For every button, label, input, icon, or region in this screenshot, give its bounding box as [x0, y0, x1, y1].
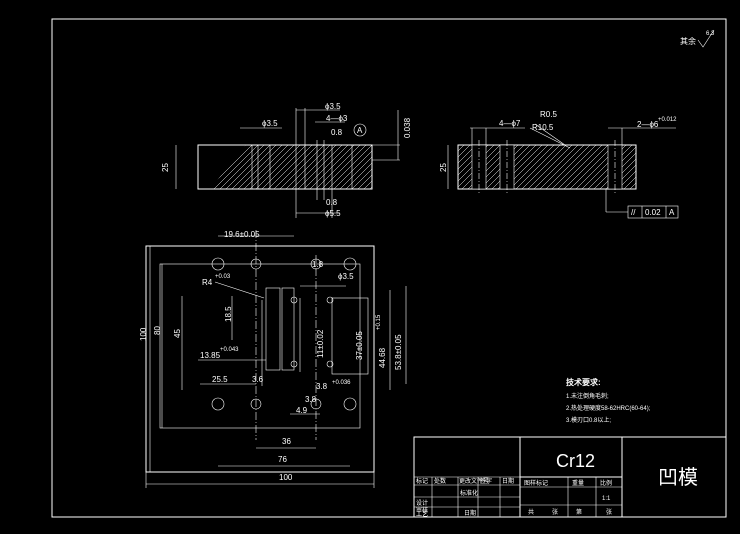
front-hatching [210, 145, 372, 189]
plan-outline [145, 245, 375, 473]
front-dim-phi55: ϕ5.5 [325, 209, 341, 218]
plan-dim-1385: 13.85 [200, 351, 221, 360]
feature-control-frame [627, 205, 679, 219]
plan-dim-4468: 44.68 [378, 347, 387, 368]
tech-title: 技术要求: [566, 377, 601, 387]
tb-header-sign: 签字 [480, 477, 492, 485]
tb-cell-weight: 重量 [572, 479, 584, 487]
side-dim-25: 25 [439, 163, 448, 172]
plan-cavity [265, 287, 281, 371]
plan-dim-R4-tol: +0.03 [215, 274, 231, 280]
tb-cell-marking: 图样标记 [524, 479, 548, 487]
front-dim-25: 25 [161, 163, 170, 172]
datum-A-circle [353, 123, 367, 137]
plan-dim-36: 36 [282, 437, 291, 446]
tb-header-mark: 标记 [416, 477, 428, 485]
tech-requirements: 技术要求: 1.未注倒角毛刺; 2.热处理硬度58-62HRC(60-64); … [566, 377, 651, 424]
side-view: 25 4—ϕ7 R0.5 R10.5 2—ϕ6 +0.012 // 0.02 A [439, 110, 679, 219]
side-dim-2-phi6: 2—ϕ6 [637, 120, 659, 129]
tb-cell-scale: 比例 [600, 479, 612, 487]
side-dim-R105: R10.5 [532, 123, 554, 132]
plan-dim-45: 45 [173, 329, 182, 338]
plan-dim-R4: R4 [202, 278, 213, 287]
plan-dim-4468-tol: +0.15 [376, 314, 382, 330]
plan-dim-76: 76 [278, 455, 287, 464]
plan-dim-100-v: 100 [139, 327, 148, 341]
material-text: Cr12 [556, 451, 595, 471]
roughness-symbol: 其余 6.3 [680, 29, 715, 48]
tb-cell-std: 标准化 [460, 489, 478, 497]
front-dim-08-bot: 0.8 [326, 198, 338, 207]
tb-cell-sheet1: 张 [552, 508, 558, 516]
plan-holes [211, 257, 357, 411]
roughness-value: 6.3 [706, 31, 715, 37]
tb-cell-no: 第 [576, 508, 582, 516]
side-dim-4-phi7: 4—ϕ7 [499, 119, 521, 128]
plan-dim-49: 4.9 [296, 406, 308, 415]
plan-dim-18: 1.8 [312, 260, 324, 269]
plan-dim-80: 80 [153, 326, 162, 335]
side-hatching [458, 145, 636, 189]
front-dim-4-phi3: 4—ϕ3 [326, 114, 348, 123]
fcf-value: 0.02 [645, 208, 661, 217]
plan-view: 19.6±0.05 R4 +0.03 1.8 ϕ3.5 18.5 45 80 1… [139, 230, 407, 488]
front-dim-08-top: 0.8 [331, 128, 343, 137]
scale-text: 1:1 [602, 496, 611, 502]
plan-dim-538: 53.8±0.05 [394, 334, 403, 370]
plan-dim-38b: 3.8 [305, 395, 317, 404]
plan-dim-1385-tol: +0.043 [220, 347, 239, 353]
tb-header-count: 处数 [434, 477, 446, 485]
front-dim-phi35-top: ϕ3.5 [325, 102, 341, 111]
plan-dim-11: 11±0.02 [316, 329, 325, 358]
side-outline [457, 144, 637, 190]
roughness-check-icon [697, 29, 715, 48]
front-dim-phi35-left: ϕ3.5 [262, 119, 278, 128]
plan-dim-100-h: 100 [279, 473, 293, 482]
tb-cell-date: 日期 [464, 509, 476, 517]
drawing-border [51, 18, 727, 518]
side-dim-R05: R0.5 [540, 110, 557, 119]
plan-dim-36-small: 3.6 [252, 375, 264, 384]
roughness-text: 其余 [680, 36, 696, 46]
plan-dim-38-tol: +0.036 [332, 380, 351, 386]
plan-dim-37: 37±0.05 [355, 331, 364, 360]
plan-dim-255: 25.5 [212, 375, 228, 384]
tb-cell-process: 工艺 [416, 510, 428, 518]
title-block: Cr12 凹模 1:1 标记 处数 更改文件号 签字 日期 设计 标准化 图样标… [413, 436, 727, 518]
tech-line-3: 3.模刃口0.8以上; [566, 416, 611, 424]
tb-cell-sheet2: 张 [606, 508, 612, 516]
tb-cell-total: 共 [528, 508, 534, 516]
front-outline [197, 144, 373, 190]
plan-dim-185: 18.5 [224, 306, 233, 322]
tb-header-doc: 更改文件号 [459, 477, 489, 485]
part-name-text: 凹模 [658, 466, 698, 489]
tech-line-1: 1.未注倒角毛刺; [566, 392, 609, 400]
plan-dim-phi35: ϕ3.5 [338, 272, 354, 281]
plan-inner-frame [159, 263, 361, 429]
tb-cell-design: 设计 [416, 499, 428, 507]
tech-line-2: 2.热处理硬度58-62HRC(60-64); [566, 404, 651, 412]
fcf-datum: A [669, 208, 675, 217]
front-view: 25 ϕ3.5 ϕ3.5 4—ϕ3 0.8 A 0.038 0.8 ϕ5.5 [161, 102, 412, 218]
side-dim-2-phi6-tol: +0.012 [658, 117, 677, 123]
plan-dim-196: 19.6±0.05 [224, 230, 260, 239]
tb-header-date: 日期 [502, 477, 514, 485]
plan-dim-38: 3.8 [316, 382, 328, 391]
tb-cell-review: 审核 [416, 506, 428, 514]
front-datum-A: A [357, 126, 363, 135]
front-dim-0038: 0.038 [403, 117, 412, 138]
fcf-symbol: // [631, 208, 636, 217]
